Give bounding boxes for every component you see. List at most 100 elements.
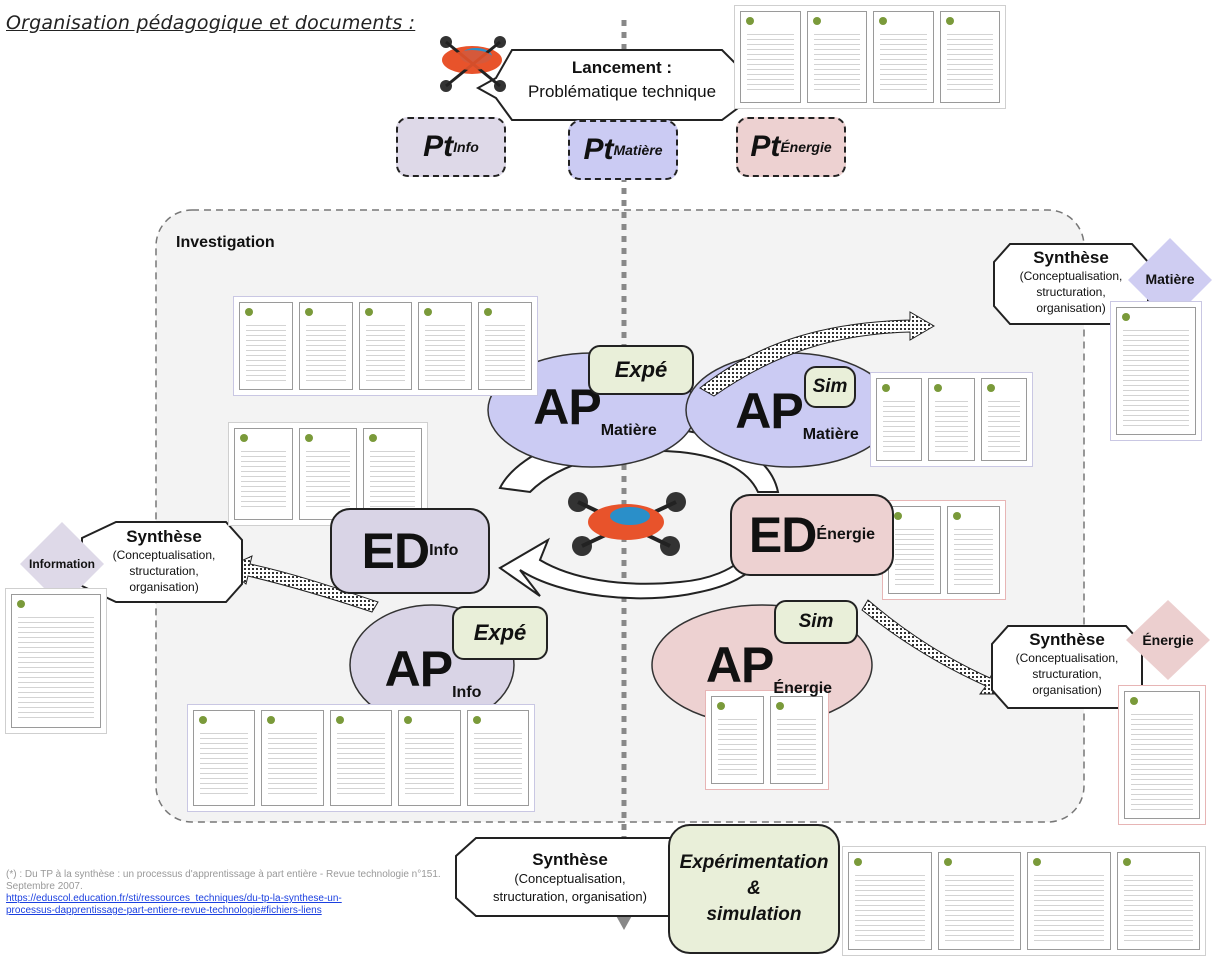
investigation-label: Investigation	[176, 234, 275, 251]
document-thumbnail	[1116, 307, 1196, 435]
launch-documents	[734, 5, 1006, 109]
diamond-energie	[1126, 600, 1210, 680]
pt-matiere-main: Pt	[583, 133, 614, 166]
dotted-arrow-energie	[861, 599, 1005, 695]
pt-info-main: Pt	[423, 130, 454, 163]
ed-info-sub: Info	[429, 542, 459, 559]
document-thumbnail	[239, 302, 293, 390]
ap-info-documents	[187, 704, 535, 812]
document-thumbnail	[329, 710, 393, 806]
diamond-matiere-label: Matière	[1145, 271, 1195, 287]
document-thumbnail	[1124, 691, 1200, 819]
synthese-energie-line2: structuration,	[1032, 667, 1102, 681]
synthese-info-title: Synthèse	[126, 527, 202, 546]
ap-matiere-expe-documents	[233, 296, 538, 396]
synthese-info-line1: (Conceptualisation,	[112, 548, 216, 562]
pt-energie-sub: Énergie	[780, 139, 832, 155]
launch-subtitle: Problématique technique	[527, 82, 717, 101]
synthese-final-line2: structuration, organisation)	[493, 889, 647, 904]
ap-matiere-sim-documents	[870, 372, 1033, 467]
experimentation-simulation-box: Expérimentation & simulation	[668, 824, 840, 954]
ap-matiere-sim-main: AP	[735, 383, 803, 439]
synthese-matiere-line1: (Conceptualisation,	[1019, 269, 1123, 283]
reference-link-line1[interactable]: https://eduscol.education.fr/sti/ressour…	[6, 893, 342, 904]
drone-icon-center	[568, 492, 686, 556]
reference-link-line2[interactable]: processus-dapprentissage-part-entiere-re…	[6, 905, 322, 916]
ap-energie-documents	[705, 690, 829, 790]
document-thumbnail	[888, 506, 941, 594]
synthese-final: Synthèse (Conceptualisation, structurati…	[470, 850, 670, 906]
document-thumbnail	[928, 378, 975, 461]
document-thumbnail	[234, 428, 293, 520]
dotted-arrow-matiere	[699, 311, 935, 397]
synthese-info: Synthèse (Conceptualisation, structurati…	[86, 527, 242, 595]
document-thumbnail	[466, 710, 530, 806]
synthese-final-documents	[842, 846, 1206, 956]
pt-matiere-sub: Matière	[613, 142, 663, 158]
document-thumbnail	[806, 11, 867, 103]
drone-icon-top	[440, 36, 506, 92]
document-thumbnail	[478, 302, 532, 390]
expe-tag-info: Expé	[452, 606, 548, 660]
ap-matiere-expe-label: APMatière	[520, 378, 670, 440]
document-thumbnail	[398, 710, 461, 806]
document-thumbnail	[1027, 852, 1111, 950]
ed-energie-main: ED	[748, 507, 817, 563]
ap-matiere-expe-sub: Matière	[600, 422, 657, 439]
document-thumbnail	[711, 696, 764, 784]
sim-tag-matiere: Sim	[804, 366, 856, 408]
synthese-energie-title: Synthèse	[1029, 630, 1105, 649]
document-thumbnail	[298, 302, 353, 390]
diamond-info	[20, 522, 104, 606]
reference-note: (*) : Du TP à la synthèse : un processus…	[6, 869, 446, 917]
synthese-energie-line1: (Conceptualisation,	[1015, 651, 1119, 665]
document-thumbnail	[358, 302, 413, 390]
synthese-energie-document	[1118, 685, 1206, 825]
synthese-info-line3: organisation)	[129, 580, 199, 594]
document-thumbnail	[873, 11, 934, 103]
synthese-final-title: Synthèse	[532, 850, 608, 869]
document-thumbnail	[937, 852, 1021, 950]
document-thumbnail	[848, 852, 932, 950]
synthese-matiere: Synthèse (Conceptualisation, structurati…	[994, 248, 1148, 316]
ap-energie-label: APÉnergie	[694, 636, 844, 698]
diamond-info-label: Information	[29, 557, 95, 571]
document-thumbnail	[418, 302, 473, 390]
ed-info-main: ED	[361, 523, 430, 579]
document-thumbnail	[939, 11, 1000, 103]
document-thumbnail	[1116, 852, 1200, 950]
document-thumbnail	[193, 710, 256, 806]
simulation-label: simulation	[706, 904, 802, 925]
synthese-info-document	[5, 588, 107, 734]
document-thumbnail	[261, 710, 324, 806]
synthese-matiere-line3: organisation)	[1036, 301, 1106, 315]
diamond-energie-label: Énergie	[1142, 632, 1194, 648]
ap-info-sub: Info	[452, 684, 482, 701]
ap-energie-sub: Énergie	[773, 680, 833, 697]
ed-energie-documents	[882, 500, 1006, 600]
expe-tag-matiere: Expé	[588, 345, 694, 395]
synthese-info-line2: structuration,	[129, 564, 199, 578]
launch-callout: Lancement : Problématique technique	[512, 58, 732, 102]
synthese-matiere-document	[1110, 301, 1202, 441]
document-thumbnail	[947, 506, 1000, 594]
pt-info-sub: Info	[453, 139, 479, 155]
document-thumbnail	[298, 428, 358, 520]
experimentation-label: Expérimentation	[679, 852, 829, 873]
ap-energie-main: AP	[705, 637, 774, 693]
reference-text: (*) : Du TP à la synthèse : un processus…	[6, 869, 441, 892]
document-thumbnail	[11, 594, 101, 728]
document-thumbnail	[770, 696, 823, 784]
synthese-matiere-line2: structuration,	[1036, 285, 1106, 299]
ampersand-label: &	[747, 878, 761, 899]
ap-info-main: AP	[384, 641, 453, 697]
launch-title: Lancement :	[571, 58, 673, 77]
ed-info-documents	[228, 422, 428, 526]
ap-matiere-sim-label: APMatière	[722, 382, 872, 444]
document-thumbnail	[740, 11, 801, 103]
